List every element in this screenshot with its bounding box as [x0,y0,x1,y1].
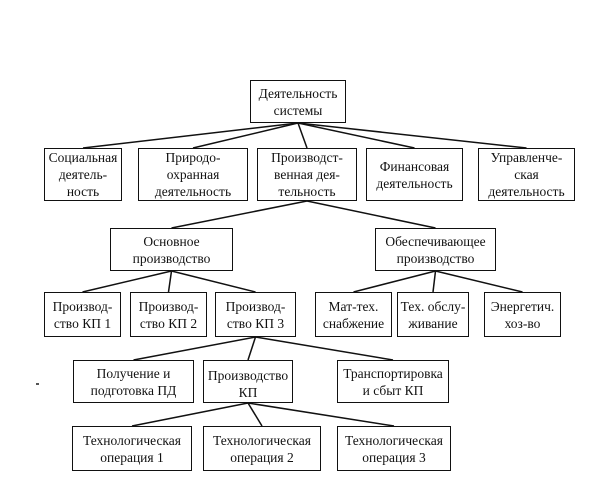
connector-kp_prod-op2 [247,402,263,427]
connector-support_prod-energy [435,270,523,293]
node-main-production: Основное производство [110,228,233,271]
connector-main_prod-kp1 [82,270,172,293]
connector-root-nature [192,122,299,149]
node-system-activity: Деятельность системы [250,80,346,123]
node-social-activity: Социальная деятель- ность [44,148,122,201]
node-technical-service: Тех. обслу- живание [397,292,469,337]
node-receiving-preparation: Получение и подготовка ПД [73,360,194,403]
node-environmental-activity: Природо- охранная деятельность [138,148,248,201]
connector-production-support_prod [306,200,436,229]
connector-root-management [297,122,527,149]
scan-speck [36,383,39,385]
connector-main_prod-kp3 [171,270,256,293]
connector-support_prod-supply [353,270,436,293]
connector-kp3-prep [133,336,256,361]
node-production-kp1: Производ- ство КП 1 [44,292,121,337]
node-production-activity: Производст- венная дея- тельность [257,148,357,201]
node-production-kp2: Производ- ство КП 2 [130,292,207,337]
node-production-kp3: Производ- ство КП 3 [215,292,296,337]
node-support-production: Обеспечивающее производство [375,228,496,271]
connector-support_prod-service [432,270,437,293]
connector-main_prod-kp2 [167,270,173,293]
connector-root-finance [297,122,415,149]
connector-root-production [297,122,308,149]
node-transport-sales: Транспортировка и сбыт КП [337,360,449,403]
node-financial-activity: Финансовая деятельность [366,148,463,201]
connector-kp3-transport [255,336,394,361]
connector-root-social [82,122,299,149]
node-tech-operation-1: Технологическая операция 1 [72,426,192,471]
connector-production-main_prod [171,200,308,229]
node-management-activity: Управленче- ская деятельность [478,148,575,201]
node-energy-facilities: Энергетич. хоз-во [484,292,561,337]
connector-kp3-kp_prod [247,336,257,361]
node-tech-operation-3: Технологическая операция 3 [337,426,451,471]
connector-kp_prod-op3 [247,402,395,427]
connector-kp_prod-op1 [131,402,249,427]
node-tech-operation-2: Технологическая операция 2 [203,426,321,471]
node-kp-production: Производство КП [203,360,293,403]
node-material-supply: Мат-тех. снабжение [315,292,392,337]
